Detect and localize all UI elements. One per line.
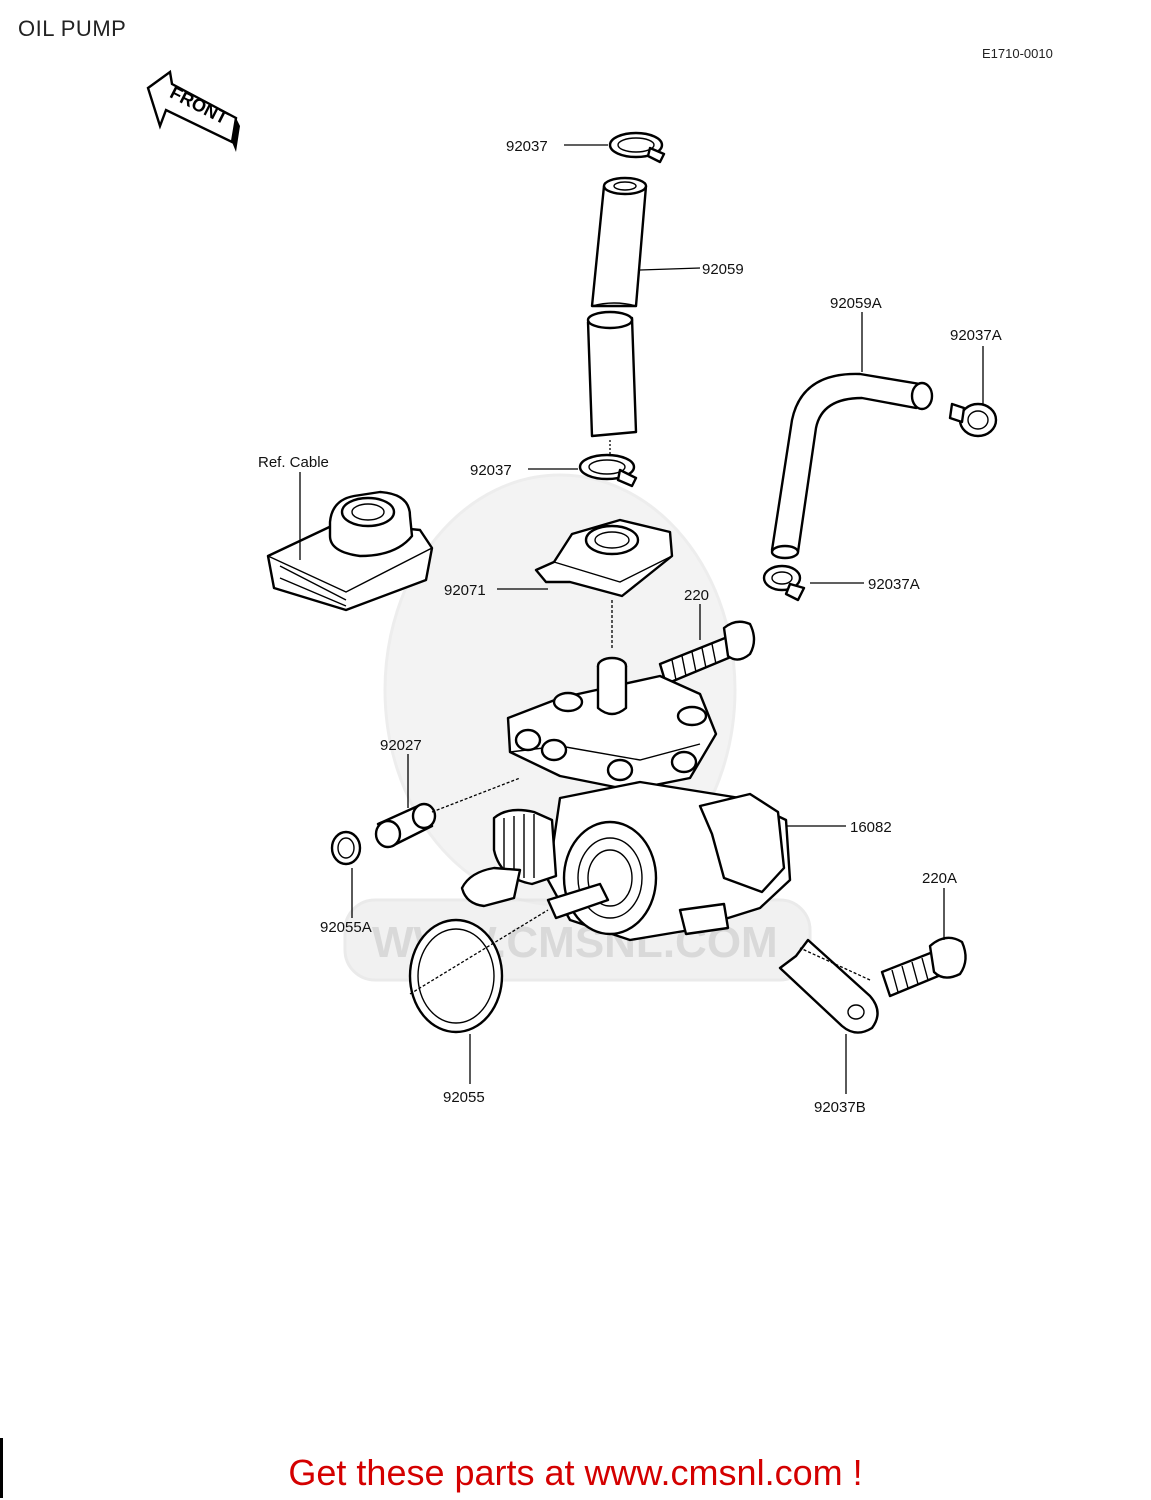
label-92059A: 92059A [830,295,882,312]
diagram-code: E1710-0010 [982,46,1053,61]
oring-92055A [330,830,362,866]
bolt-220A [880,936,967,998]
cmsnl-parts-link[interactable]: Get these parts at www.cmsnl.com ! [288,1452,863,1493]
clip-92037-top [608,131,666,164]
label-92037B: 92037B [814,1099,866,1116]
ref-cable-label: Ref. Cable [258,454,329,471]
label-92055: 92055 [443,1089,485,1106]
label-92037A-top: 92037A [950,327,1002,344]
label-92037A-low: 92037A [868,576,920,593]
label-92059: 92059 [702,261,744,278]
clip-92037A-low [762,564,806,602]
holder-92071 [534,518,674,598]
label-92037-mid: 92037 [470,462,512,479]
label-92027: 92027 [380,737,422,754]
clip-92037A-top [948,402,998,438]
oring-92055 [408,918,504,1034]
hose-92059A [770,372,934,560]
label-92071: 92071 [444,582,486,599]
label-220A: 220A [922,870,957,887]
exploded-parts-diagram: WWW.CMSNL.COM FRONT 92037 92059 92059A [146,69,1002,1116]
collar-92027 [374,802,437,849]
page-title: OIL PUMP [18,16,127,41]
clip-92037-mid [578,453,638,488]
bracket-92037B [778,938,879,1034]
label-220: 220 [684,587,709,604]
left-edge-rule [0,1438,3,1498]
label-92055A: 92055A [320,919,372,936]
front-arrow-icon: FRONT [146,69,240,152]
label-16082: 16082 [850,819,892,836]
hose-92059 [586,176,648,438]
bolt-220 [658,620,756,686]
cable-boot [266,490,434,612]
pump-cover [506,656,718,792]
label-92037-top: 92037 [506,138,548,155]
pump-body-16082 [460,780,792,942]
